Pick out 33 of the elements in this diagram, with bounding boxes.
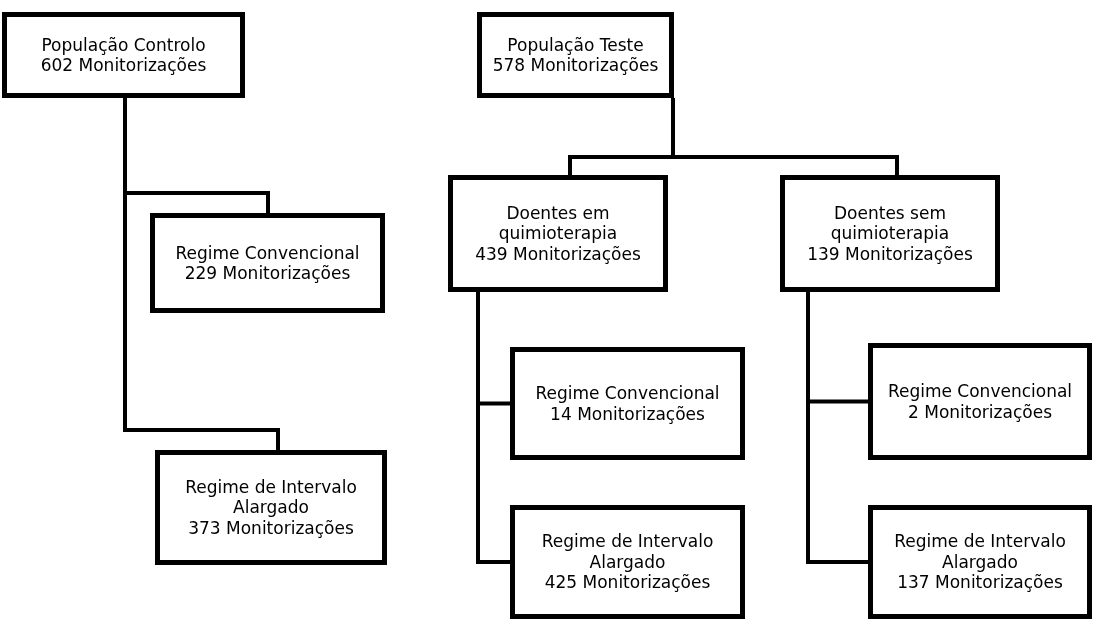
process-box: [868, 343, 1092, 460]
box-text: População Teste: [507, 34, 644, 55]
connector-line: [806, 292, 868, 564]
process-box: [780, 175, 1000, 292]
process-box: [2, 12, 245, 98]
box-text: Regime de Intervalo Alargado: [893, 531, 1067, 573]
box-text: 14 Monitorizações: [550, 403, 705, 424]
box-text: 602 Monitorizações: [40, 55, 207, 76]
box-text: 578 Monitorizações: [492, 55, 659, 76]
box-text: População Controlo: [41, 34, 206, 55]
box-text: Regime de Intervalo Alargado: [184, 476, 358, 518]
box-text: Regime Convencional: [175, 242, 360, 263]
process-box: [150, 213, 385, 313]
connector-line: [123, 98, 280, 450]
process-box: [448, 175, 668, 292]
box-text: 229 Monitorizações: [184, 263, 351, 284]
process-box: [155, 450, 387, 565]
box-text: 439 Monitorizações: [475, 243, 641, 265]
box-text: Regime Convencional: [887, 381, 1073, 402]
box-text: 2 Monitorizações: [908, 401, 1052, 422]
process-box: [510, 505, 745, 619]
process-box: [477, 12, 674, 98]
process-box: [868, 505, 1092, 619]
box-text: Doentes sem quimioterapia: [829, 202, 951, 244]
box-text: Regime Convencional: [535, 383, 720, 404]
box-text: Doentes em quimioterapia: [497, 202, 619, 244]
process-box: [510, 347, 745, 460]
box-text: 425 Monitorizações: [544, 572, 711, 593]
box-text: Regime de Intervalo Alargado: [540, 531, 715, 573]
box-text: 373 Monitorizações: [188, 517, 354, 539]
box-text: 137 Monitorizações: [897, 572, 1063, 593]
box-text: 139 Monitorizações: [807, 243, 973, 265]
connector-line: [476, 292, 510, 564]
